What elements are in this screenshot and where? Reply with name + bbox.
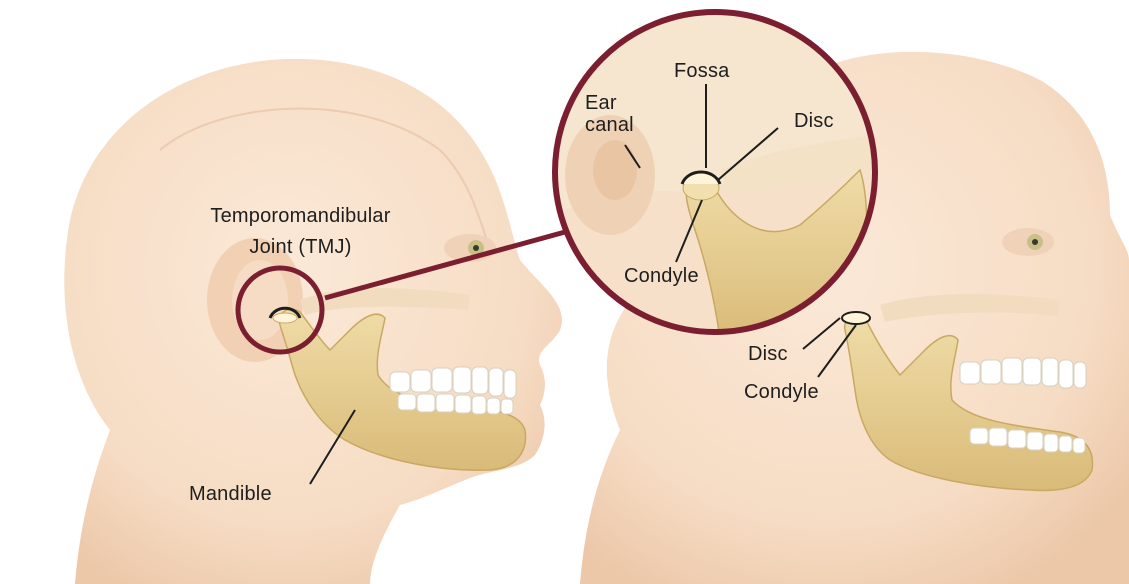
tmj-label-line2: Joint (TMJ) bbox=[158, 236, 443, 258]
condyle-inset-label: Condyle bbox=[624, 265, 699, 287]
mandible-label: Mandible bbox=[189, 483, 272, 505]
disc-inset-label: Disc bbox=[794, 110, 834, 132]
right-joint-disc bbox=[842, 312, 870, 324]
ear-canal-label-line1: Ear bbox=[585, 92, 617, 114]
ear-canal-label-line2: canal bbox=[585, 114, 634, 136]
left-head bbox=[64, 59, 562, 584]
fossa-label: Fossa bbox=[674, 60, 729, 82]
left-head-skin bbox=[64, 59, 562, 584]
disc-right-label: Disc bbox=[748, 343, 788, 365]
condyle-right-label: Condyle bbox=[744, 381, 819, 403]
tmj-label-line1: Temporomandibular bbox=[158, 205, 443, 227]
